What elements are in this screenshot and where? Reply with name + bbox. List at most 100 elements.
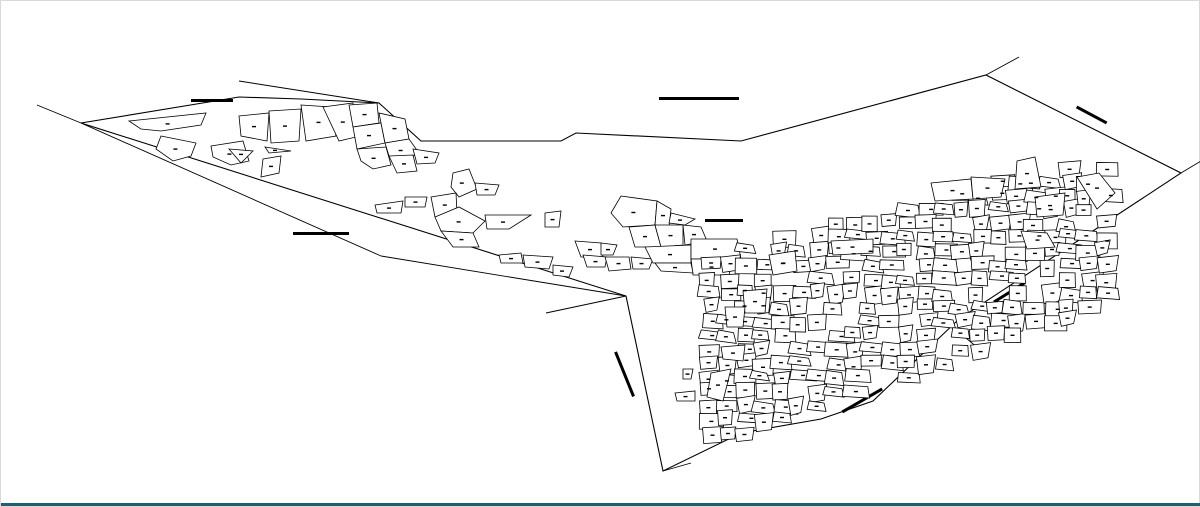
lot-number-mark: [874, 237, 879, 239]
lot-number-mark: [1010, 334, 1015, 336]
lot-parcel[interactable]: [412, 148, 440, 165]
lot-number-mark: [643, 235, 647, 238]
lot-number-mark: [836, 247, 841, 249]
lot-number-mark: [890, 238, 895, 240]
lot-parcel[interactable]: [668, 212, 697, 226]
lot-number-mark: [749, 417, 754, 419]
lot-parcel[interactable]: [127, 112, 207, 132]
lot-number-mark: [901, 248, 906, 251]
road-line-north-east: [985, 56, 1020, 76]
lot-number-mark: [747, 348, 752, 350]
lot-cluster-north-west: [127, 102, 440, 178]
lot-number-mark: [815, 392, 820, 395]
lot-number-mark: [1037, 208, 1042, 210]
lot-number-mark: [868, 250, 873, 252]
lot-number-mark: [402, 163, 406, 165]
lot-number-mark: [907, 348, 912, 351]
lot-parcel[interactable]: [264, 146, 292, 154]
lot-number-mark: [980, 305, 985, 307]
lot-number-mark: [1105, 168, 1110, 171]
lot-number-mark: [780, 321, 785, 324]
lot-number-mark: [907, 294, 911, 296]
lot-number-mark: [759, 347, 764, 350]
lot-number-mark: [1105, 263, 1110, 265]
lot-number-mark: [706, 378, 711, 380]
lot-number-mark: [950, 189, 955, 192]
lot-number-mark: [1017, 235, 1022, 237]
lot-number-mark: [992, 307, 997, 309]
lot-number-mark: [742, 289, 747, 292]
lot-number-mark: [939, 224, 944, 226]
lot-number-mark: [777, 308, 781, 311]
lot-parcel[interactable]: [484, 214, 533, 230]
lot-number-mark: [892, 250, 897, 253]
lot-parcel[interactable]: [610, 195, 658, 228]
lot-number-mark: [1104, 282, 1109, 284]
lot-number-mark: [1106, 292, 1111, 294]
lot-number-mark: [903, 333, 908, 335]
lot-number-mark: [850, 246, 855, 248]
lot-parcel[interactable]: [450, 168, 478, 198]
lot-number-mark: [757, 375, 762, 377]
lot-number-mark: [872, 294, 877, 297]
lot-number-mark: [903, 279, 907, 282]
lot-number-mark: [387, 207, 391, 209]
lot-parcel[interactable]: [374, 200, 404, 214]
lot-number-mark: [868, 331, 873, 334]
lot-number-mark: [727, 391, 732, 393]
lot-number-mark: [1050, 292, 1055, 294]
lot-number-mark: [743, 265, 748, 267]
lot-number-mark: [760, 280, 765, 282]
lot-number-mark: [834, 293, 839, 296]
lot-number-mark: [723, 336, 728, 338]
lot-number-mark: [869, 360, 874, 362]
lot-number-mark: [743, 403, 748, 406]
lot-number-mark: [776, 250, 781, 252]
lot-number-mark: [1100, 247, 1105, 249]
lot-number-mark: [753, 300, 757, 303]
lot-number-mark: [923, 253, 928, 255]
lot-parcel[interactable]: [228, 148, 254, 164]
lot-number-mark: [724, 405, 729, 407]
lot-number-mark: [975, 334, 980, 336]
lot-number-mark: [941, 236, 946, 238]
lot-number-mark: [1065, 317, 1070, 319]
inner-edge: [80, 122, 627, 297]
lot-number-mark: [1010, 306, 1015, 309]
lot-number-mark: [817, 249, 822, 251]
lot-number-mark: [1034, 196, 1039, 199]
road-label-top-center: [659, 97, 739, 100]
lot-number-mark: [1085, 252, 1090, 254]
lot-number-mark: [704, 279, 709, 282]
lot-number-mark: [1001, 319, 1006, 322]
lot-number-mark: [906, 377, 911, 379]
lot-number-mark: [996, 206, 1001, 208]
lot-parcel[interactable]: [434, 206, 486, 234]
lot-number-mark: [903, 305, 908, 308]
lot-number-mark: [606, 248, 610, 251]
lot-number-mark: [424, 156, 428, 159]
lot-number-mark: [1033, 252, 1037, 255]
lot-parcel[interactable]: [1076, 172, 1116, 210]
lot-number-mark: [963, 319, 968, 321]
lot-number-mark: [855, 233, 860, 236]
lot-number-mark: [761, 407, 766, 409]
lot-number-mark: [1065, 195, 1070, 197]
lot-number-mark: [713, 248, 717, 250]
lot-number-mark: [886, 219, 891, 221]
road-line-north-west: [36, 104, 82, 124]
lot-number-mark: [1053, 236, 1058, 239]
lot-number-mark: [726, 432, 730, 435]
lot-number-mark: [959, 209, 963, 211]
lot-number-mark: [716, 384, 720, 386]
lot-number-mark: [678, 219, 682, 221]
lot-number-mark: [961, 277, 966, 279]
lot-number-mark: [729, 294, 734, 296]
lot-number-mark: [865, 307, 870, 310]
lot-number-mark: [941, 277, 946, 279]
lot-number-mark: [763, 322, 768, 325]
lot-number-mark: [779, 377, 784, 380]
lot-number-mark: [1000, 275, 1004, 277]
lot-number-mark: [888, 281, 893, 284]
